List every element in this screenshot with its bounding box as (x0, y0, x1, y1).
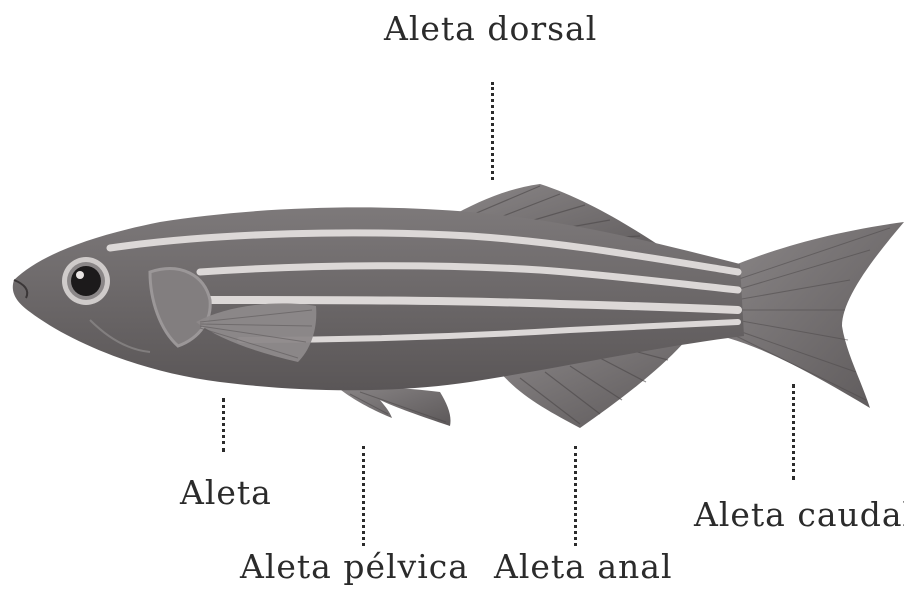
fish-eye (62, 257, 110, 305)
caudal-leader-line (792, 384, 795, 480)
pelvic-fin (336, 386, 451, 426)
label-caudal-fin: Aleta caudal (694, 498, 904, 531)
anal-leader-line (574, 446, 577, 546)
pectoral-leader-line (222, 398, 225, 452)
label-anal-fin: Aleta anal (494, 550, 673, 583)
label-dorsal-fin: Aleta dorsal (384, 12, 597, 45)
caudal-fin (728, 222, 904, 408)
label-pectoral-fin: Aleta (180, 476, 272, 509)
dorsal-leader-line (491, 82, 494, 180)
label-pelvic-fin: Aleta pélvica (240, 550, 469, 583)
pelvic-leader-line (362, 446, 365, 546)
